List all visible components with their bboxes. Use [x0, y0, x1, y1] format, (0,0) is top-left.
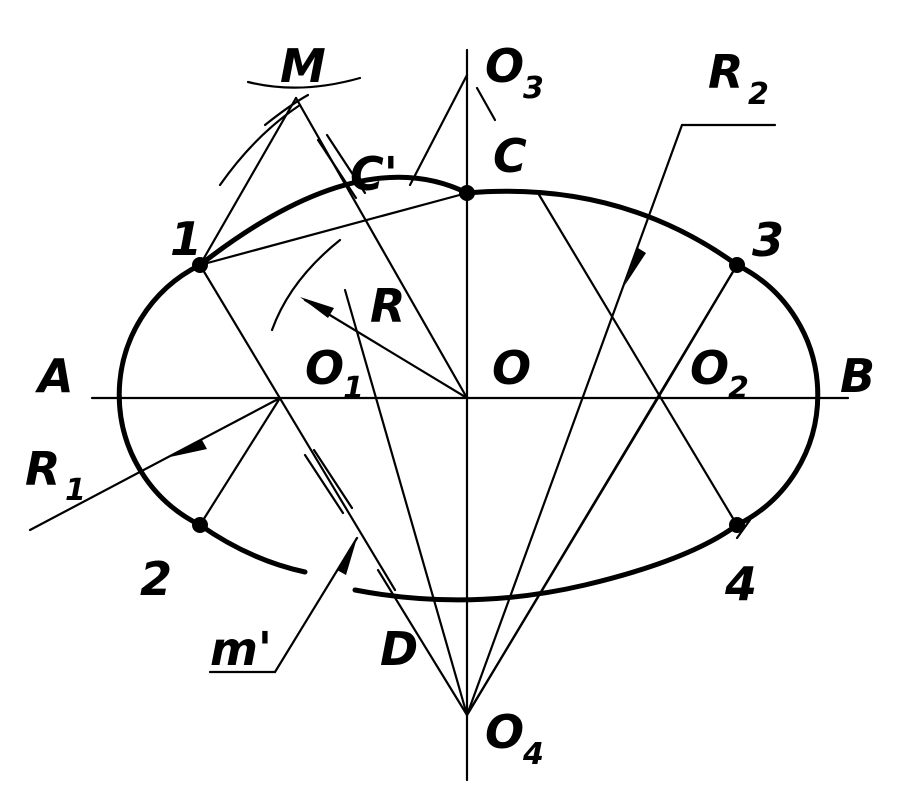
label-R: R [370, 279, 405, 333]
line-1-M [198, 96, 298, 267]
chord-1-C [198, 191, 469, 267]
label-O1-sub: 1 [343, 371, 364, 406]
label-O2-sub: 2 [728, 371, 749, 406]
line-2-O1 [198, 396, 282, 527]
label-4: 4 [724, 557, 757, 611]
line-O4-R2 [465, 123, 684, 717]
R-leader [303, 298, 469, 400]
ellipse-right-arc [734, 262, 821, 528]
m-prime-arrowhead [337, 538, 357, 575]
label-R1: R [25, 442, 60, 496]
label-1: 1 [170, 212, 202, 266]
label-2: 2 [140, 552, 172, 606]
label-R2-sub: 2 [748, 77, 769, 112]
point-3 [729, 257, 745, 273]
line-O4-O2 [465, 396, 660, 717]
parallel-mark-upper-1 [316, 138, 358, 200]
line-1-O1-2 [198, 263, 397, 592]
tick-O3 [475, 86, 497, 122]
label-O4: O [485, 705, 524, 759]
arc-M-upper [246, 76, 362, 89]
R1-arrowhead [170, 440, 207, 457]
ellipse-left-arc [116, 262, 203, 528]
label-O4-sub: 4 [522, 737, 544, 772]
R-arrowhead [300, 297, 334, 318]
label-3: 3 [752, 213, 784, 267]
ellipse-bottom-arc-left [197, 522, 308, 575]
point-1 [192, 257, 208, 273]
arc-radius-large [218, 103, 302, 187]
R2-arrowhead [625, 248, 646, 285]
line-O3-O1 [408, 73, 469, 187]
R1-leader [28, 396, 282, 532]
label-A: A [35, 349, 74, 403]
label-R2: R [708, 45, 743, 99]
arc-R [270, 238, 342, 332]
label-O2: O [690, 341, 729, 395]
point-2 [192, 517, 208, 533]
arc-M-lower [263, 93, 310, 127]
label-C-prime: C' [350, 147, 398, 201]
label-O1: O [305, 341, 344, 395]
label-m-prime: m' [210, 622, 272, 676]
point-C [459, 185, 475, 201]
point-4 [729, 517, 745, 533]
label-O3-sub: 3 [523, 71, 544, 106]
label-M: M [280, 39, 326, 93]
label-D: D [380, 622, 418, 676]
label-O: O [492, 341, 531, 395]
label-C: C [493, 129, 527, 183]
label-B: B [840, 349, 875, 403]
parallel-mark-lower-1 [303, 453, 345, 515]
label-O3: O [485, 39, 524, 93]
parallel-mark-lower-2 [312, 448, 354, 510]
line-O4-C-prime [343, 288, 469, 717]
ellipse-bottom-arc-right [352, 522, 740, 603]
label-R1-sub: 1 [65, 473, 86, 508]
line-C-O2-4 [536, 191, 739, 527]
